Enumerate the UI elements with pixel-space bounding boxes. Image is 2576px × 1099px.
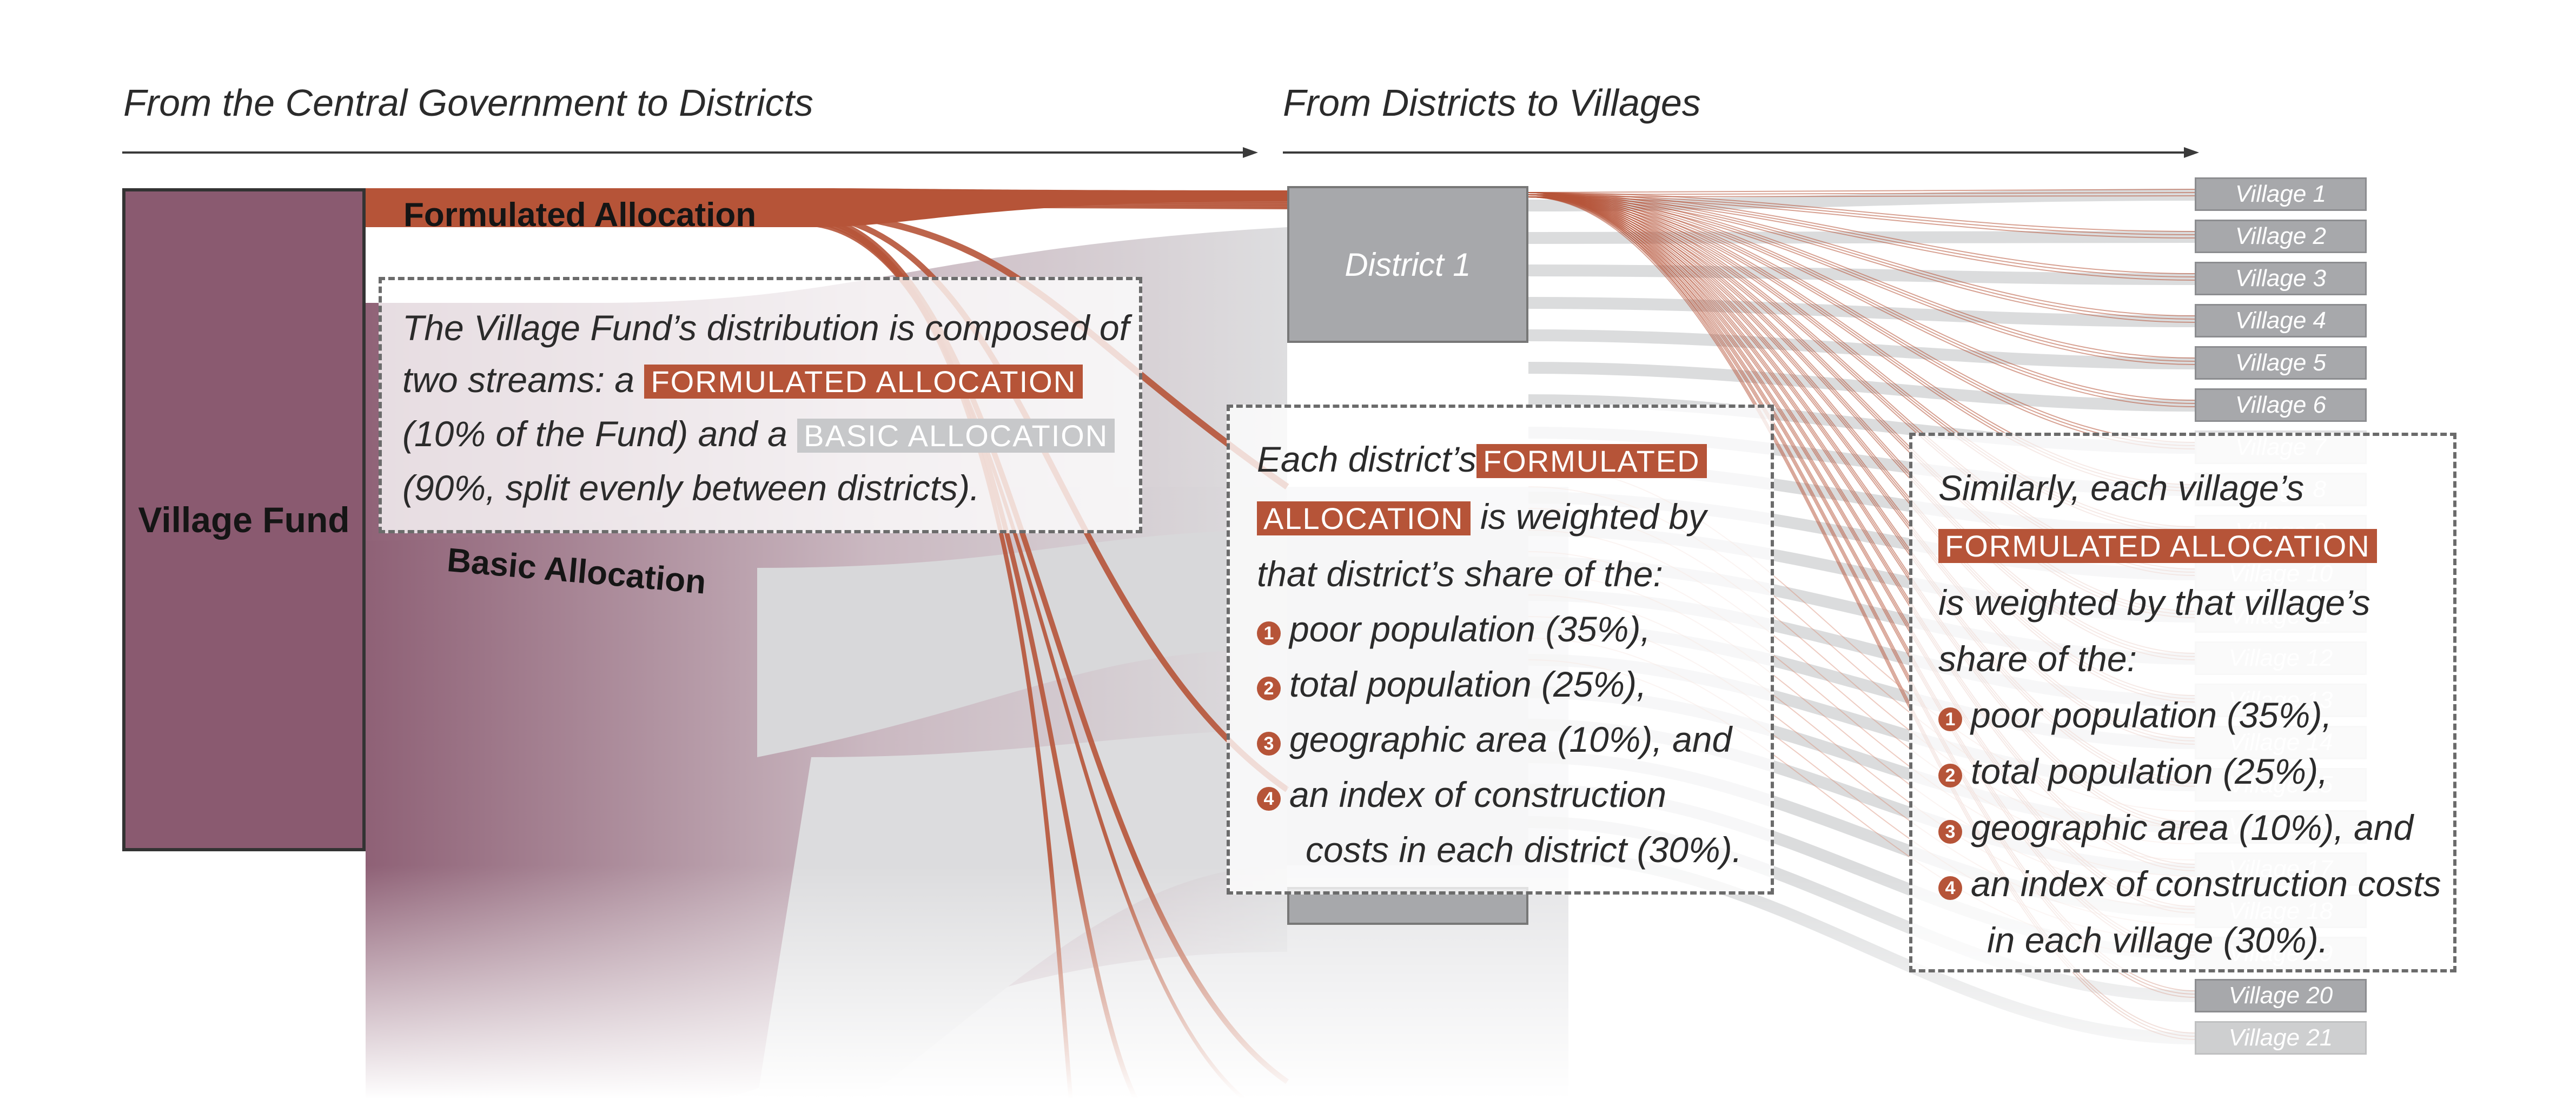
village-node[interactable]: Village 5	[2195, 346, 2367, 380]
village-formulated-flow	[1528, 192, 2195, 359]
number-1-icon: 1	[1938, 707, 1962, 731]
note3-item-2: 2 total population (25%),	[1938, 743, 2427, 799]
number-3-icon: 3	[1938, 820, 1962, 844]
village-node[interactable]: Village 4	[2195, 304, 2367, 337]
village-node[interactable]: Village 6	[2195, 388, 2367, 422]
village-formulated-flow	[1528, 189, 2195, 193]
note2-item-3: 3 geographic area (10%), and	[1257, 712, 1744, 767]
village-formulated-flow	[1528, 192, 2195, 274]
note2-item-4: 4 an index of construction	[1257, 767, 1744, 822]
village-formulated-flow	[1528, 192, 2195, 232]
number-2-icon: 2	[1938, 764, 1962, 787]
number-3-icon: 3	[1257, 732, 1281, 756]
village-node[interactable]: Village 3	[2195, 262, 2367, 295]
note2-highlight-1: FORMULATED	[1476, 444, 1707, 478]
note1-line2: two streams: a FORMULATED ALLOCATION	[402, 354, 1118, 408]
left-header-arrowhead	[1243, 147, 1258, 158]
number-2-icon: 2	[1257, 677, 1281, 700]
note3-line4: share of the:	[1938, 639, 2137, 679]
note2-text: Each district’s	[1257, 439, 1476, 479]
note1-line1: The Village Fund’s distribution is compo…	[402, 308, 1129, 348]
village-formulated-flow	[1528, 192, 2195, 401]
note2-highlight-2: ALLOCATION	[1257, 501, 1471, 535]
village-basic-flow	[1528, 329, 2195, 369]
note1-text: two streams: a	[402, 360, 645, 400]
number-1-icon: 1	[1257, 621, 1281, 645]
number-4-icon: 4	[1938, 876, 1962, 900]
district-1-label: District 1	[1345, 246, 1471, 283]
formulated-strand	[811, 202, 1288, 206]
village-label: Village 3	[2235, 265, 2326, 292]
note3-item-1-text: poor population (35%),	[1971, 695, 2332, 735]
village-node[interactable]: Village 2	[2195, 220, 2367, 253]
number-4-icon: 4	[1257, 787, 1281, 811]
right-header-arrowhead	[2184, 147, 2199, 158]
village-fund-node[interactable]: Village Fund	[122, 188, 366, 851]
note3-highlight: FORMULATED ALLOCATION	[1938, 529, 2377, 563]
formulated-strand	[811, 197, 1288, 201]
village-node[interactable]: Village 1	[2195, 177, 2367, 211]
note3-item-4-cont: in each village (30%).	[1987, 920, 2328, 960]
formulated-strand	[811, 198, 1288, 203]
note2-line2: ALLOCATION is weighted by	[1257, 489, 1744, 546]
note2-item-2-text: total population (25%),	[1289, 664, 1647, 704]
note2-item-2: 2 total population (25%),	[1257, 657, 1744, 712]
village-basic-flow	[1528, 297, 2195, 327]
note3-item-3: 3 geographic area (10%), and	[1938, 799, 2427, 856]
formulated-strand	[811, 205, 1288, 209]
note1-formulated-highlight: FORMULATED ALLOCATION	[644, 365, 1083, 399]
village-formulated-flow	[1528, 192, 2195, 316]
village-label: Village 20	[2228, 982, 2333, 1009]
formulated-strand	[811, 203, 1288, 208]
note1-line4: (90%, split evenly between districts).	[402, 468, 980, 508]
note2-item-1: 1 poor population (35%),	[1257, 601, 1744, 657]
note3-line3: is weighted by that village’s	[1938, 582, 2370, 623]
village-node[interactable]: Village 20	[2195, 979, 2367, 1012]
formulated-strand	[811, 194, 1288, 198]
village-label: Village 1	[2235, 181, 2326, 207]
formulated-strand	[811, 200, 1288, 204]
village-label: Village 21	[2228, 1024, 2333, 1051]
village-basic-flow	[1528, 264, 2195, 285]
note-two-streams: The Village Fund’s distribution is compo…	[379, 277, 1142, 533]
village-fund-label: Village Fund	[138, 500, 350, 540]
note2-item-1-text: poor population (35%),	[1289, 609, 1651, 649]
note2-line3: that district’s share of the:	[1257, 554, 1663, 594]
note1-text-2: (10% of the Fund) and a	[402, 414, 798, 454]
formulated-strand	[811, 195, 1288, 200]
note3-item-1: 1 poor population (35%),	[1938, 687, 2427, 743]
village-label: Village 5	[2235, 349, 2326, 376]
note3-item-2-text: total population (25%),	[1971, 751, 2328, 791]
header-central-to-districts: From the Central Government to Districts	[123, 82, 813, 124]
note3-line1: Similarly, each village’s	[1938, 468, 2305, 508]
note2-item-4-text: an index of construction	[1289, 774, 1667, 815]
note1-basic-highlight: BASIC ALLOCATION	[797, 419, 1115, 453]
village-label: Village 4	[2235, 307, 2326, 334]
note2-text-2: is weighted by	[1470, 496, 1707, 537]
village-label: Village 6	[2235, 392, 2326, 418]
formulated-allocation-label: Formulated Allocation	[403, 196, 757, 234]
note1-line3: (10% of the Fund) and a BASIC ALLOCATION	[402, 408, 1118, 462]
note3-line2: FORMULATED ALLOCATION	[1938, 516, 2427, 574]
note3-item-4: 4 an index of construction costs	[1938, 856, 2441, 912]
note2-item-3-text: geographic area (10%), and	[1289, 719, 1732, 759]
village-label: Village 2	[2235, 223, 2326, 249]
note-village-weighting: Similarly, each village’s FORMULATED ALL…	[1909, 433, 2456, 972]
note3-item-3-text: geographic area (10%), and	[1971, 807, 2414, 848]
village-formulated-flow	[1528, 192, 2195, 443]
header-districts-to-villages: From Districts to Villages	[1283, 82, 1701, 124]
note2-item-4-cont: costs in each district (30%).	[1306, 830, 1742, 870]
village-node[interactable]: Village 21	[2195, 1021, 2367, 1055]
note3-item-4-text: an index of construction costs	[1971, 864, 2441, 904]
district-1-node[interactable]: District 1	[1287, 186, 1528, 343]
